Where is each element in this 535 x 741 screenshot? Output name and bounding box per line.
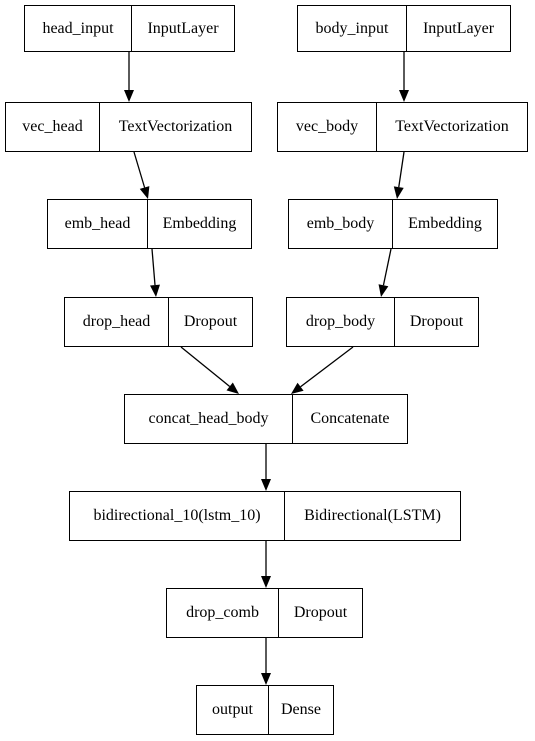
edge-vec_body-to-emb_body [393,151,405,199]
node-name: emb_body [289,200,393,248]
node-type: InputLayer [147,19,219,37]
arrowhead-icon [261,479,271,491]
node-type: Dropout [409,313,464,330]
node-emb-head: emb_head Embedding [47,199,252,249]
arrowhead-icon [226,382,239,394]
node-head-input: head_input InputLayer [24,5,235,52]
node-type: InputLayer [422,19,495,37]
node-name: emb_head [48,200,148,248]
edge-emb_head-to-drop_head [150,248,160,297]
arrowhead-icon [150,284,160,297]
arrowhead-icon [291,382,304,394]
edge-line [300,346,354,388]
node-body-input: body_input InputLayer [297,5,511,52]
arrowhead-icon [139,186,150,199]
node-name: vec_body [278,103,377,151]
node-type: Embedding [162,215,237,232]
edge-line [151,248,156,286]
node-name: output [197,686,269,734]
edge-drop_body-to-concat [291,346,354,394]
arrowhead-icon [378,284,389,297]
edge-body_input-to-vec_body [399,52,409,102]
arrowhead-icon [393,186,404,199]
node-bidirectional: bidirectional_10(lstm_10) Bidirectional(… [69,491,461,541]
edge-emb_body-to-drop_body [378,248,392,297]
node-name: body_input [298,6,407,51]
node-name: drop_head [65,298,169,346]
node-type: Dropout [293,604,348,621]
node-vec-head: vec_head TextVectorization [5,102,252,152]
arrowhead-icon [399,90,409,102]
edge-bidirectional-to-drop_comb [261,541,271,588]
edge-vec_head-to-emb_head [133,151,150,199]
arrowhead-icon [261,576,271,588]
node-type: TextVectorization [395,118,509,135]
edge-line [382,248,392,286]
edge-line [180,346,231,387]
node-name: drop_comb [167,589,279,637]
edge-drop_comb-to-output [261,638,271,685]
node-type: Bidirectional(LSTM) [304,507,441,524]
arrowhead-icon [124,90,134,102]
node-emb-body: emb_body Embedding [288,199,498,249]
node-name: vec_head [6,103,100,151]
edge-head_input-to-vec_head [124,52,134,102]
node-vec-body: vec_body TextVectorization [277,102,528,152]
arrowhead-icon [261,673,271,685]
node-name: bidirectional_10(lstm_10) [70,492,285,540]
node-drop-body: drop_body Dropout [286,297,479,347]
node-name: concat_head_body [125,395,293,443]
node-type: Embedding [408,215,482,232]
edge-concat-to-bidirectional [261,444,271,491]
node-type: Dense [281,701,321,718]
node-type: Concatenate [310,410,390,427]
node-type: TextVectorization [118,118,233,135]
node-drop-comb: drop_comb Dropout [166,588,363,638]
edge-line [133,151,146,188]
node-drop-head: drop_head Dropout [64,297,253,347]
edge-line [398,151,405,188]
edge-drop_head-to-concat [180,346,239,394]
node-concat-head-body: concat_head_body Concatenate [124,394,408,444]
node-type: Dropout [183,313,238,330]
node-output: output Dense [196,685,334,735]
node-name: drop_body [287,298,395,346]
node-name: head_input [25,6,132,51]
